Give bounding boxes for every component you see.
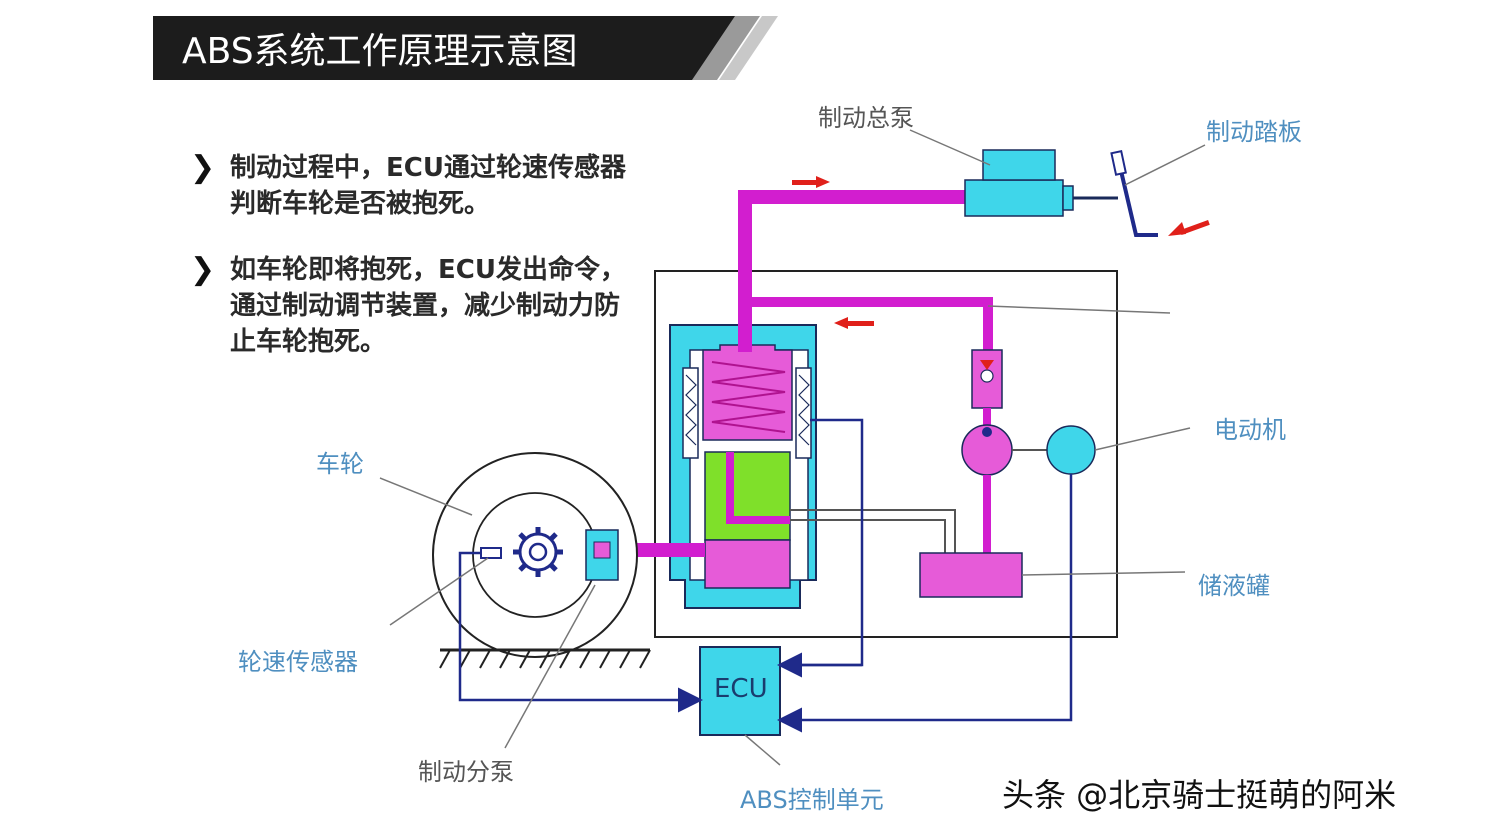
piston-bottom bbox=[704, 539, 791, 589]
bullet-text-2: 如车轮即将抱死，ECU发出命令，通过制动调节装置，减少制动力防止车轮抱死。 bbox=[230, 255, 626, 357]
watermark: 头条 @北京骑士挺萌的阿米 bbox=[1002, 776, 1397, 814]
label-abs-control-unit: ABS控制单元 bbox=[740, 786, 884, 814]
brake-pedal bbox=[1116, 157, 1158, 237]
title-banner bbox=[153, 16, 778, 80]
label-brake-pedal: 制动踏板 bbox=[1206, 118, 1302, 146]
reservoir bbox=[919, 552, 1023, 598]
gear-icon bbox=[513, 527, 563, 577]
chevron-right-icon: ❯ bbox=[190, 252, 216, 287]
motor-control-line bbox=[777, 474, 1073, 733]
electric-motor bbox=[1046, 425, 1096, 475]
bullet-item-1: ❯ 制动过程中，ECU通过轮速传感器判断车轮是否被抱死。 bbox=[190, 150, 640, 222]
inner-line bbox=[726, 452, 790, 524]
master-cylinder bbox=[964, 179, 1064, 217]
ecu-module bbox=[699, 646, 781, 736]
label-wheel-cylinder: 制动分泵 bbox=[418, 758, 514, 786]
page-title: ABS系统工作原理示意图 bbox=[182, 31, 578, 72]
label-reservoir: 储液罐 bbox=[1198, 572, 1270, 600]
label-master-cylinder: 制动总泵 bbox=[818, 104, 914, 132]
wheel-speed-sensor bbox=[480, 547, 502, 559]
bullet-item-2: ❯ 如车轮即将抱死，ECU发出命令，通过制动调节装置，减少制动力防止车轮抱死。 bbox=[190, 252, 640, 360]
fluid-chamber bbox=[704, 451, 791, 541]
regulator-housing-outline bbox=[654, 270, 1118, 638]
flow-arrow-icon bbox=[792, 176, 1210, 329]
bullet-text-1: 制动过程中，ECU通过轮速传感器判断车轮是否被抱死。 bbox=[230, 153, 626, 219]
label-wheel-speed-sensor: 轮速传感器 bbox=[238, 648, 358, 676]
brake-line-pump bbox=[745, 297, 993, 360]
chevron-right-icon: ❯ bbox=[190, 150, 216, 185]
sensor-signal-line bbox=[458, 551, 703, 713]
ecu-label: ECU bbox=[714, 674, 768, 704]
piston-top bbox=[702, 344, 793, 441]
label-motor: 电动机 bbox=[1214, 416, 1286, 444]
label-wheel: 车轮 bbox=[316, 450, 364, 478]
spring bbox=[711, 361, 786, 433]
